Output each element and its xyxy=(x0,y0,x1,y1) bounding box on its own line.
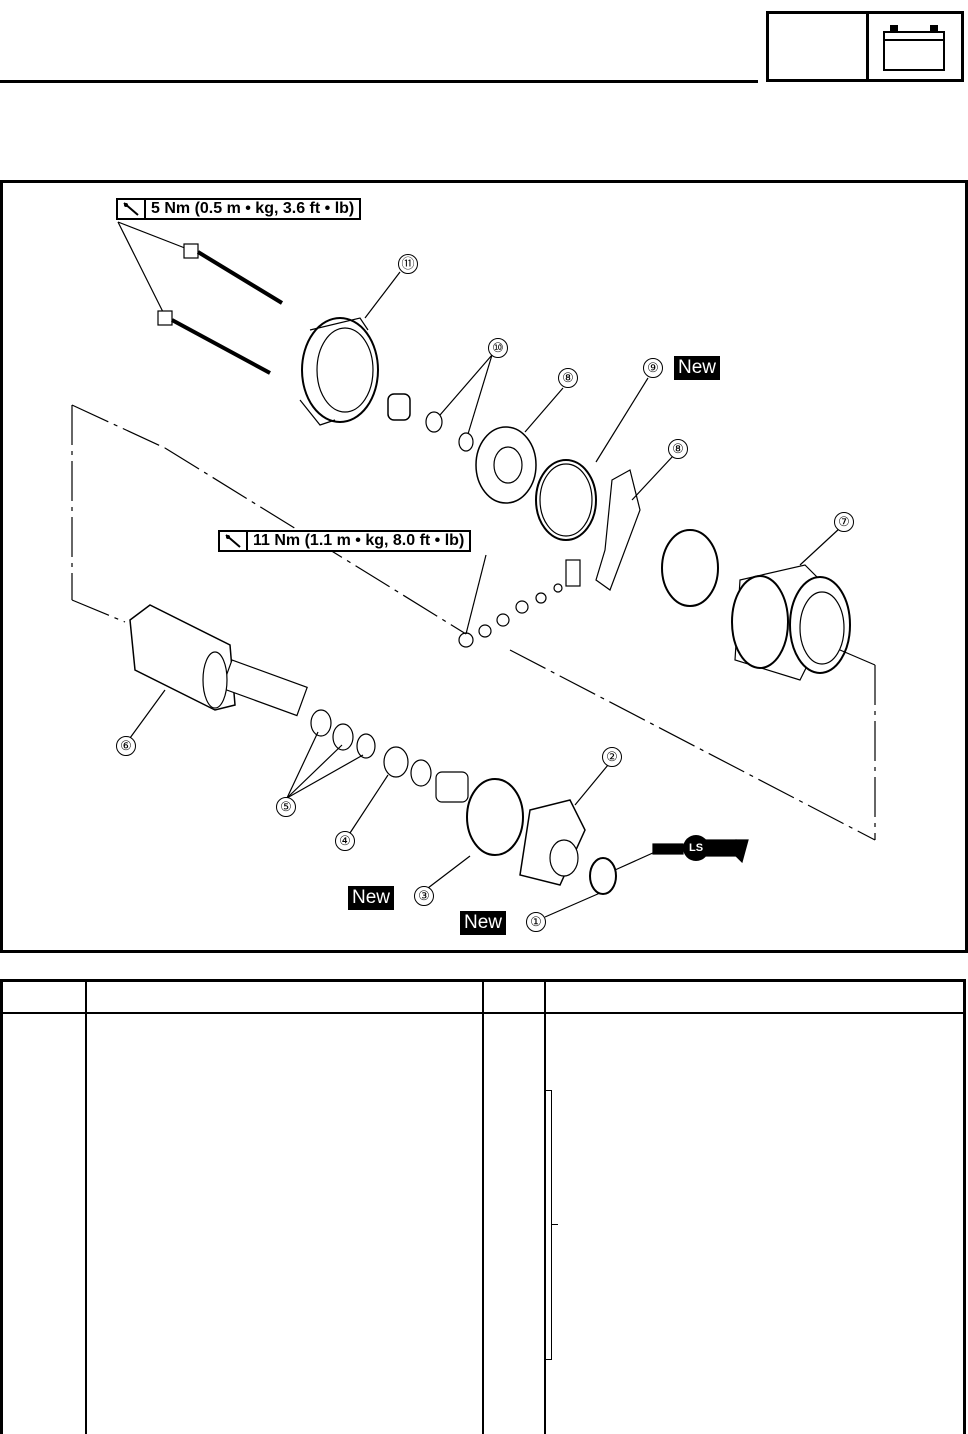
callout-11: ⑪ xyxy=(398,254,418,274)
leader-line xyxy=(117,221,166,317)
new-badge: New xyxy=(460,911,507,935)
washer xyxy=(515,600,529,614)
callout-4: ④ xyxy=(335,831,355,851)
bearing xyxy=(410,759,432,787)
front-cover xyxy=(299,317,379,426)
rear-cover xyxy=(519,799,586,886)
callout-7: ⑦ xyxy=(834,512,854,532)
armature xyxy=(129,604,308,717)
section-tab-box xyxy=(766,11,964,82)
callout-2: ② xyxy=(602,747,622,767)
nut xyxy=(458,632,474,648)
table-column-divider xyxy=(482,979,484,1434)
callout-6: ⑥ xyxy=(116,736,136,756)
new-badge: New xyxy=(348,886,395,910)
o-ring xyxy=(589,857,617,895)
washer xyxy=(310,709,332,737)
torque-wrench-icon xyxy=(220,532,248,550)
torque-spec-terminal-nut: 11 Nm (1.1 m • kg, 8.0 ft • lb) xyxy=(218,530,472,552)
exploded-diagram-frame xyxy=(0,180,968,953)
o-ring xyxy=(466,778,524,856)
washer xyxy=(458,432,474,452)
table-column-divider xyxy=(544,979,546,1434)
callout-8-b: ⑧ xyxy=(668,439,688,459)
washer xyxy=(425,411,443,433)
terminal xyxy=(565,559,581,587)
washer xyxy=(478,624,492,638)
callout-10: ⑩ xyxy=(488,338,508,358)
washer xyxy=(535,592,547,604)
washer xyxy=(332,723,354,751)
torque-spec-text: 11 Nm (1.1 m • kg, 8.0 ft • lb) xyxy=(253,532,465,549)
table-bracket-tick xyxy=(552,1224,558,1225)
planetary-plate xyxy=(383,746,409,778)
brush-holder xyxy=(475,426,537,504)
brush-set xyxy=(595,469,641,591)
washer xyxy=(553,583,563,593)
yoke xyxy=(731,564,851,681)
starter-motor-exploded-diagram xyxy=(71,221,876,918)
callout-9: ⑨ xyxy=(643,358,663,378)
callout-1: ① xyxy=(526,912,546,932)
brush-ring xyxy=(661,529,719,607)
lubricant-ls-symbol: LS xyxy=(683,835,709,861)
bushing xyxy=(387,393,411,421)
washer xyxy=(496,613,510,627)
torque-spec-through-bolt: 5 Nm (0.5 m • kg, 3.6 ft • lb) xyxy=(116,198,362,220)
through-bolt xyxy=(183,243,284,305)
torque-spec-text: 5 Nm (0.5 m • kg, 3.6 ft • lb) xyxy=(151,200,355,217)
callout-5: ⑤ xyxy=(276,797,296,817)
lubricant-gun-icon xyxy=(652,839,749,864)
header-rule xyxy=(0,80,758,83)
new-badge: New xyxy=(674,356,721,380)
torque-wrench-icon xyxy=(118,200,146,218)
table-column-divider xyxy=(85,979,87,1434)
through-bolt xyxy=(157,310,271,375)
section-tab-divider xyxy=(866,11,869,82)
leader-line xyxy=(117,221,191,251)
table-bracket xyxy=(546,1090,552,1360)
battery-icon xyxy=(883,25,945,71)
o-ring xyxy=(535,459,597,541)
callout-8: ⑧ xyxy=(558,368,578,388)
callout-3: ③ xyxy=(414,886,434,906)
washer xyxy=(356,733,376,759)
bushing xyxy=(435,771,469,803)
